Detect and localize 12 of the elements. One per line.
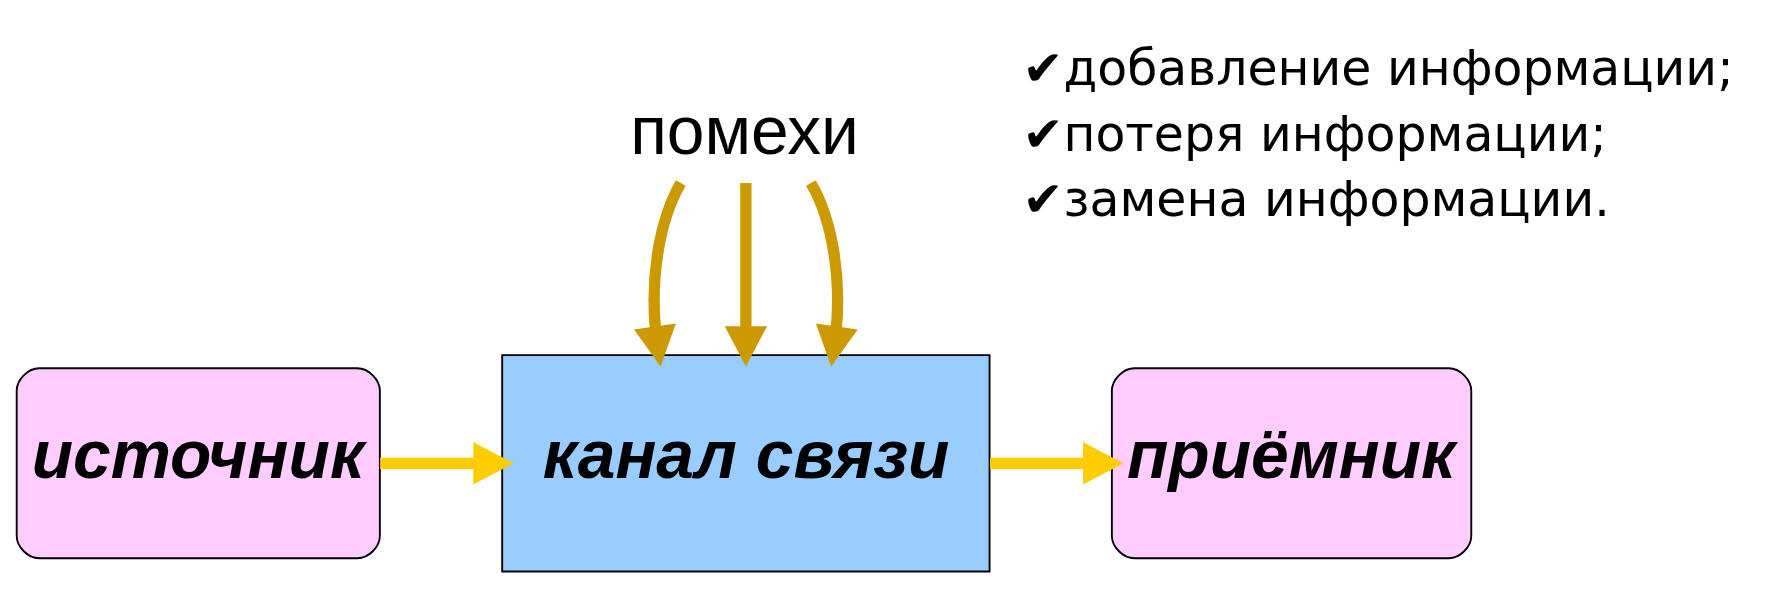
label: ✔замена информации.	[1022, 171, 1610, 229]
arrow	[724, 183, 768, 367]
label: ✔добавление информации;	[1022, 39, 1734, 97]
label: ✔потеря информации;	[1022, 105, 1607, 163]
arrow	[989, 442, 1124, 485]
node-box: источник	[15, 367, 381, 560]
arrow	[380, 442, 514, 485]
node-text: помехи	[630, 93, 859, 169]
node-box: канал связи	[501, 354, 991, 573]
arrow	[633, 180, 686, 367]
node-box: приёмник	[1110, 367, 1473, 560]
arrow	[805, 180, 858, 367]
